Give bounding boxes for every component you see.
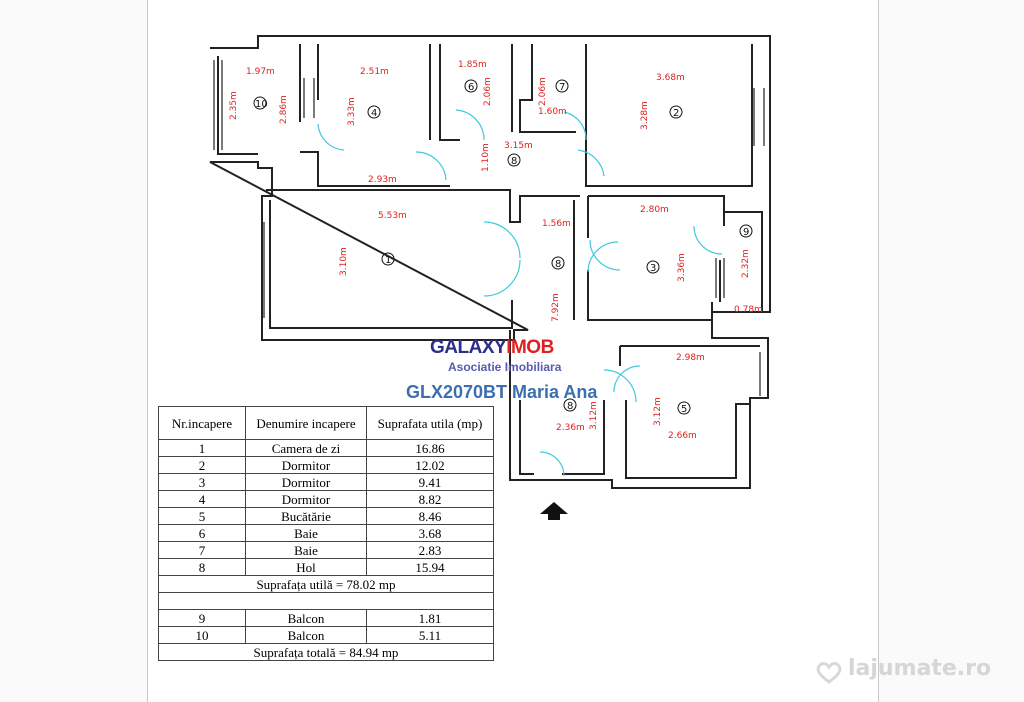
windows xyxy=(213,60,769,396)
heart-logo-icon xyxy=(816,662,842,684)
right-margin xyxy=(878,0,1024,702)
entrance-arrow-icon xyxy=(540,502,568,520)
svg-text:3.12m: 3.12m xyxy=(589,401,599,430)
total-row: Suprafața totală = 84.94 mp xyxy=(158,643,494,661)
svg-text:2.35m: 2.35m xyxy=(229,91,239,120)
room-4: 2.51m 3.33m 2.93m 4 xyxy=(347,67,397,185)
walls xyxy=(209,35,771,489)
svg-text:7.92m: 7.92m xyxy=(551,293,561,322)
svg-text:5.53m: 5.53m xyxy=(378,211,407,221)
svg-text:8: 8 xyxy=(567,401,573,412)
svg-text:3.28m: 3.28m xyxy=(640,101,650,130)
header-area: Suprafata utila (mp) xyxy=(366,406,494,440)
svg-text:2.06m: 2.06m xyxy=(538,77,548,106)
svg-text:2.86m: 2.86m xyxy=(279,95,289,124)
svg-text:3.33m: 3.33m xyxy=(347,97,357,126)
room-2: 3.68m 3.28m 2 xyxy=(640,73,685,130)
svg-text:4: 4 xyxy=(371,108,377,119)
room-3: 2.80m 3.36m 3 xyxy=(640,205,687,282)
svg-text:2.80m: 2.80m xyxy=(640,205,669,215)
room-1: 5.53m 3.10m 1 xyxy=(339,211,407,276)
table-header-row: Nr.incapere Denumire incapere Suprafata … xyxy=(158,406,494,440)
svg-text:2.36m: 2.36m xyxy=(556,423,585,433)
room-7: 2.06m 1.60m 7 xyxy=(538,77,569,117)
svg-text:2.06m: 2.06m xyxy=(483,77,493,106)
watermark-text: lajumate.ro xyxy=(848,656,992,681)
left-margin xyxy=(0,0,147,702)
svg-text:3.15m: 3.15m xyxy=(504,141,533,151)
svg-text:0.78m: 0.78m xyxy=(734,305,763,315)
spacer-row xyxy=(158,592,494,610)
svg-text:10: 10 xyxy=(255,99,268,110)
svg-text:1: 1 xyxy=(385,255,391,266)
brand-subtitle: Asociatie Imobiliara xyxy=(448,360,562,374)
svg-text:2.32m: 2.32m xyxy=(741,249,751,278)
brand-logo: GALAXYIMOB xyxy=(430,337,554,358)
room-10: 1.97m 2.35m 2.86m 10 xyxy=(229,67,289,124)
header-room-name: Denumire incapere xyxy=(245,406,367,440)
room-8-hall: 3.15m 1.10m 8 1.56m 8 7.92m 8 2.36m 3.12… xyxy=(481,141,599,433)
svg-text:8: 8 xyxy=(555,259,561,270)
svg-text:1.60m: 1.60m xyxy=(538,107,567,117)
svg-text:1.97m: 1.97m xyxy=(246,67,275,77)
svg-text:1.85m: 1.85m xyxy=(458,60,487,70)
svg-text:8: 8 xyxy=(511,156,517,167)
svg-text:2.66m: 2.66m xyxy=(668,431,697,441)
svg-text:3.36m: 3.36m xyxy=(677,253,687,282)
svg-text:2.93m: 2.93m xyxy=(368,175,397,185)
svg-text:7: 7 xyxy=(559,82,565,93)
svg-text:6: 6 xyxy=(468,82,474,93)
total-util-row: Suprafața utilă = 78.02 mp xyxy=(158,575,494,593)
svg-text:9: 9 xyxy=(743,227,749,238)
svg-text:2.98m: 2.98m xyxy=(676,353,705,363)
listing-label: GLX2070BT Maria Ana xyxy=(406,382,598,402)
svg-text:2: 2 xyxy=(673,108,679,119)
header-room-number: Nr.incapere xyxy=(158,406,246,440)
svg-text:3.12m: 3.12m xyxy=(653,397,663,426)
room-9: 9 2.32m 0.78m xyxy=(734,224,763,315)
doors xyxy=(317,109,723,477)
svg-text:3.10m: 3.10m xyxy=(339,247,349,276)
svg-text:1.10m: 1.10m xyxy=(481,143,491,172)
svg-text:2.51m: 2.51m xyxy=(360,67,389,77)
svg-text:1.56m: 1.56m xyxy=(542,219,571,229)
room-area-table: Nr.incapere Denumire incapere Suprafata … xyxy=(158,406,494,661)
room-6: 1.85m 2.06m 6 xyxy=(458,60,493,106)
svg-text:5: 5 xyxy=(681,404,687,415)
svg-text:3.68m: 3.68m xyxy=(656,73,685,83)
room-5: 2.98m 3.12m 5 2.66m xyxy=(653,353,705,441)
svg-text:3: 3 xyxy=(650,263,656,274)
